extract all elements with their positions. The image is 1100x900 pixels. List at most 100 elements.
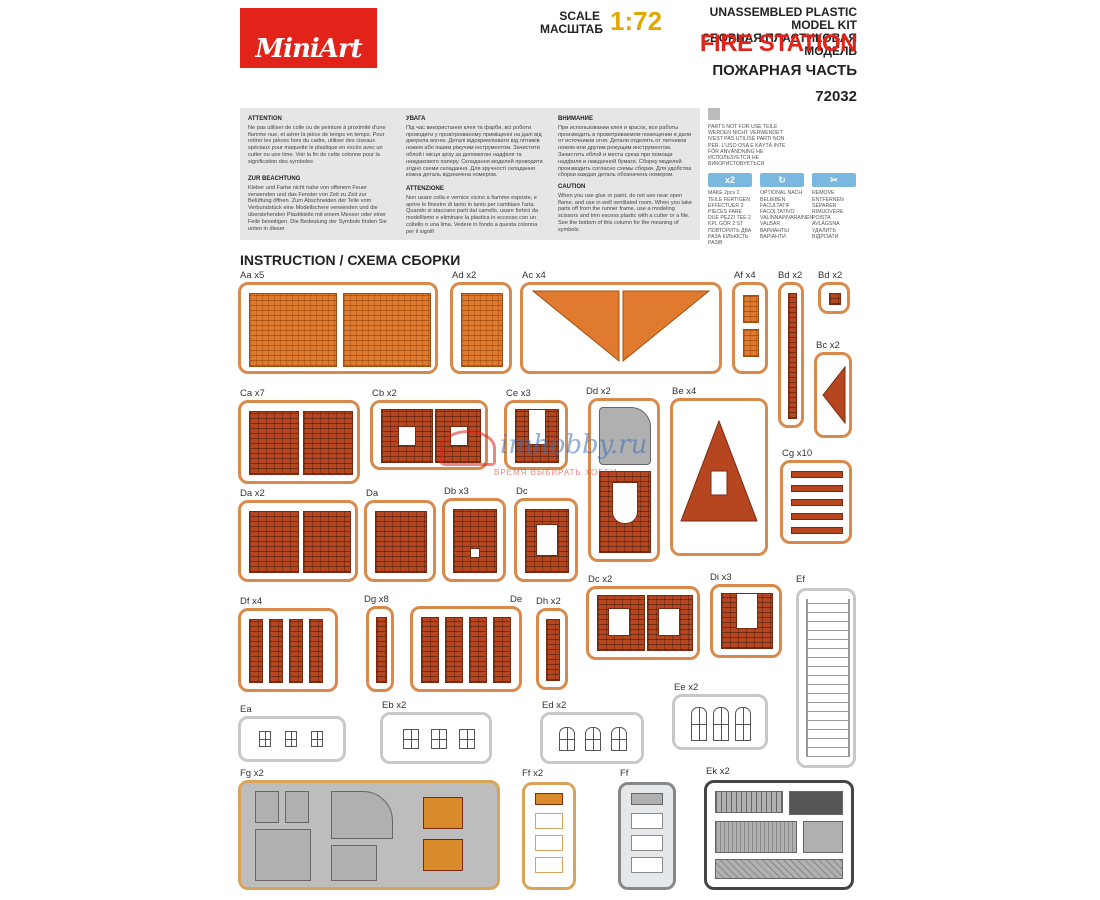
grey-curved-panel <box>331 791 393 839</box>
window-opening <box>536 524 558 556</box>
note-en-heading: CAUTION <box>558 184 586 190</box>
roof-panel <box>461 293 503 367</box>
brick-pillar <box>269 619 283 683</box>
sprue-da <box>238 500 358 582</box>
roof-panel <box>343 293 431 367</box>
grey-panel <box>285 791 309 823</box>
tall-window-frame <box>713 707 729 741</box>
sprue-label-ff: Ff <box>620 768 629 779</box>
sprue-label-bd2: Bd x2 <box>818 270 843 281</box>
ladder-part <box>806 599 850 757</box>
plank <box>791 513 843 520</box>
sprue-bd-long <box>778 282 804 428</box>
brick-wall <box>249 411 299 475</box>
sprue-fg <box>238 780 500 890</box>
sprue-label-be: Be x4 <box>672 386 697 397</box>
arched-window-frame <box>585 727 601 751</box>
grey-floor-panel <box>331 845 377 881</box>
window-frame <box>259 731 271 747</box>
brick-block <box>829 293 841 305</box>
window-frame <box>285 731 297 747</box>
sprue-df <box>238 608 338 692</box>
miniart-logo: MiniArt <box>240 8 377 68</box>
frame-part <box>535 835 563 851</box>
sprue-cg <box>780 460 852 544</box>
sprue-label-ca: Ca x7 <box>240 388 265 399</box>
sprue-label-dg: Dg x8 <box>364 594 389 605</box>
arched-wall <box>599 471 651 553</box>
frame-part <box>631 835 663 851</box>
arched-window-frame <box>559 727 575 751</box>
frame-part <box>535 813 563 829</box>
plank <box>791 471 843 478</box>
sprue-label-ef: Ef <box>796 574 805 585</box>
sprue-ff-grey <box>618 782 676 890</box>
wall-with-door <box>721 593 773 649</box>
vent-opening <box>470 548 480 558</box>
tall-window-frame <box>691 707 707 741</box>
note-it-heading: ATTENZIONE <box>406 186 444 192</box>
roof-panel <box>249 293 337 367</box>
sprue-ef <box>796 588 856 768</box>
gable-triangle <box>531 290 620 363</box>
sprue-label-dh: Dh x2 <box>536 596 561 607</box>
sprue-dh <box>536 608 568 690</box>
sprue-label-ea: Ea <box>240 704 252 715</box>
frame-part <box>631 857 663 873</box>
wall-with-vent <box>453 509 497 573</box>
watermark-logo-icon <box>440 430 496 466</box>
plank <box>791 527 843 534</box>
symbol-legend: PARTS NOT FOR USE TEILE WERDEN NICHT VER… <box>708 108 856 246</box>
scale-label-ru: МАСШТАБ <box>540 22 603 36</box>
sprue-ek <box>704 780 854 890</box>
sprue-label-df: Df x4 <box>240 596 263 607</box>
sprue-de <box>410 606 522 692</box>
note-de-text: Kleber und Farbe nicht nahe von offenem … <box>248 184 387 232</box>
bc-triangle <box>822 365 846 425</box>
note-ua-heading: УВАГА <box>406 116 426 122</box>
wall-with-window <box>597 595 645 651</box>
sprue-ad <box>450 282 512 374</box>
sprue-label-ee: Ee x2 <box>674 682 699 693</box>
sprue-label-de: De <box>510 594 523 605</box>
note-fr-text: Ne pas utiliser de colle ou de peinture … <box>248 124 386 165</box>
window-frame <box>431 729 447 749</box>
sprue-label-cg: Cg x10 <box>782 448 813 459</box>
brick-wall <box>375 511 427 573</box>
brick-wall <box>249 511 299 573</box>
door-opening <box>528 410 546 445</box>
small-part <box>631 793 663 805</box>
sprue-label-dd: Dd x2 <box>586 386 611 397</box>
gable-window <box>710 470 728 496</box>
grey-panel <box>803 821 843 853</box>
brick-pillar <box>469 617 487 683</box>
dark-panel <box>789 791 843 815</box>
sprue-db <box>442 498 506 582</box>
optional-icon: ↻ <box>760 173 804 188</box>
brand-name: MiniArt <box>255 34 362 64</box>
instruction-title: INSTRUCTION / СХЕМА СБОРКИ <box>240 252 461 268</box>
watermark-tagline: ВРЕМЯ ВЫБИРАТЬ ХОББИ <box>494 468 618 477</box>
brick-pillar <box>249 619 263 683</box>
wall-with-window <box>381 409 433 463</box>
note-ru-text: При использовании клея и красок, все раб… <box>558 124 692 179</box>
not-for-use-text: PARTS NOT FOR USE TEILE WERDEN NICHT VER… <box>708 124 786 168</box>
plank <box>791 485 843 492</box>
remove-icon: ✂ <box>812 173 856 188</box>
sprue-label-da: Da x2 <box>240 488 265 499</box>
window-opening <box>608 608 630 636</box>
frame-part <box>631 813 663 829</box>
sprue-ff-tan <box>522 782 576 890</box>
brick-wall <box>303 511 351 573</box>
kit-subtitle: ПОЖАРНАЯ ЧАСТЬ <box>712 62 857 79</box>
remove-text: REMOVE ENTFERNEN SÉPARER RIMUOVERE POIST… <box>812 190 844 240</box>
sprue-label-db: Db x3 <box>444 486 469 497</box>
brick-strip <box>376 617 387 683</box>
